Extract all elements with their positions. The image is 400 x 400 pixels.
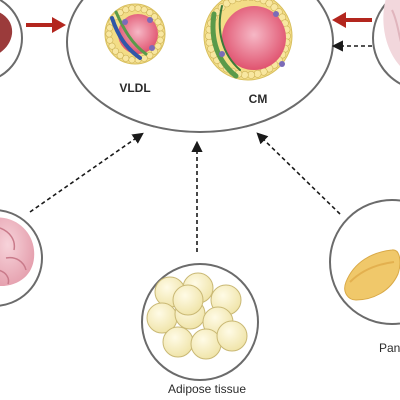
brain-node [0, 209, 43, 307]
phospholipid-bead [156, 36, 164, 44]
phospholipid-bead [242, 0, 248, 1]
adipocyte [216, 320, 248, 352]
adipose-node [141, 263, 259, 381]
pancreas-label: Pan [379, 341, 400, 355]
phospholipid-bead [146, 51, 154, 59]
pancreas-to-plasma-dashed-arrow [256, 132, 341, 215]
phospholipid-bead [154, 18, 162, 26]
phospholipid-bead [248, 0, 254, 1]
liver-to-vldl-arrow [26, 17, 66, 33]
pancreas-node [329, 199, 400, 325]
phospholipid-bead [105, 30, 113, 38]
cm-label: CM [249, 92, 268, 106]
phospholipid-bead [122, 54, 130, 62]
intestine-node [372, 0, 400, 85]
intestine-to-cm-arrow [332, 12, 372, 28]
adipose-label: Adipose tissue [168, 382, 246, 396]
adipocyte [190, 328, 222, 360]
phospholipid-bead [106, 36, 114, 44]
phospholipid-bead [157, 30, 165, 38]
phospholipid-bead [253, 69, 262, 78]
phospholipid-bead [154, 42, 162, 50]
brain-to-plasma-dashed-arrow [29, 132, 144, 213]
phospholipid-bead [116, 51, 124, 59]
vldl-particle [104, 3, 166, 65]
phospholipid-bead [146, 9, 154, 17]
phospholipid-bead [140, 6, 148, 14]
phospholipid-bead [151, 13, 159, 21]
adipocyte [172, 284, 204, 316]
phospholipid-bead [106, 24, 114, 32]
adipocyte [162, 326, 194, 358]
phospholipid-bead [128, 4, 136, 12]
phospholipid-bead [254, 0, 262, 3]
phospholipid-bead [122, 6, 130, 14]
phospholipid-bead [128, 56, 136, 64]
phospholipid-bead [134, 4, 142, 12]
phospholipid-bead [156, 24, 164, 32]
vldl-label: VLDL [119, 81, 150, 95]
liver-node [0, 0, 23, 78]
phospholipid-bead [240, 71, 249, 79]
plasma-circle [66, 0, 334, 133]
phospholipid-bead [108, 42, 116, 50]
phospholipid-bead [234, 0, 242, 3]
phospholipid-bead [112, 47, 120, 55]
cm-particle [203, 0, 293, 81]
